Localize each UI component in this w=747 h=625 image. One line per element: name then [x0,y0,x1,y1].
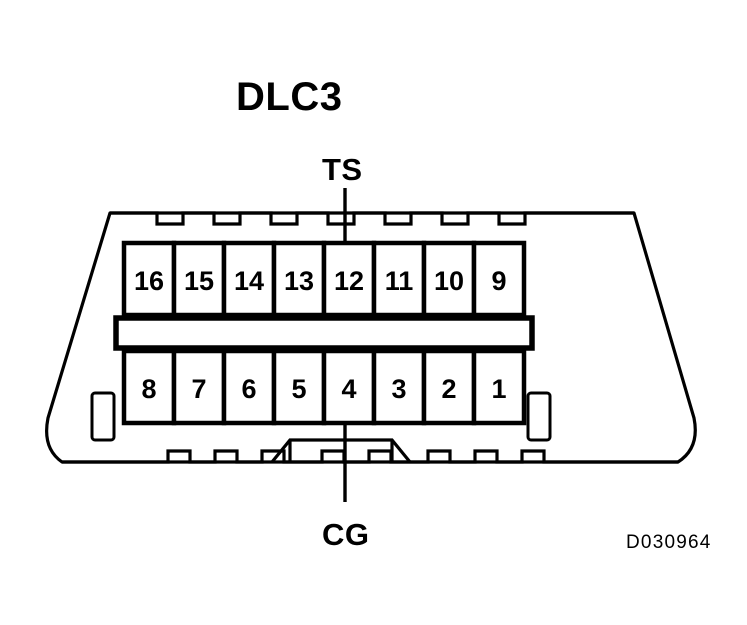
pin-number-15: 15 [184,266,214,296]
reference-code: D030964 [626,532,712,553]
bottom-castellated-edge [62,449,678,464]
pin-number-6: 6 [241,374,256,404]
pin-number-2: 2 [441,374,456,404]
pin-cell-8 [121,348,177,426]
pin-cell-13 [271,240,327,318]
pin-number-11: 11 [385,266,414,296]
diagram-title: DLC3 [236,75,342,119]
pin-number-14: 14 [234,266,264,296]
pin-number-3: 3 [391,374,406,404]
pin-number-10: 10 [434,266,464,296]
pin-cell-9 [471,240,527,318]
pin-number-7: 7 [191,374,206,404]
pin-row-top: 16 15 14 13 12 11 10 9 [121,240,527,318]
pin-number-13: 13 [284,266,314,296]
pin-cell-1 [471,348,527,426]
pin-cell-5 [271,348,327,426]
pin-number-1: 1 [491,374,506,404]
pin-row-bottom: 8 7 6 5 4 3 2 1 [121,348,527,426]
pin-cell-3 [371,348,427,426]
pin-cell-4 [321,348,377,426]
pin-cell-16 [121,240,177,318]
pin-number-12: 12 [334,266,364,296]
pin-number-4: 4 [341,374,356,404]
pin-number-9: 9 [491,266,506,296]
pin-cell-7 [171,348,227,426]
pin-number-8: 8 [141,374,156,404]
pin-number-16: 16 [134,266,164,296]
right-side-tab [526,391,552,442]
pin-cell-11 [371,240,427,318]
terminal-label-ts: TS [322,152,363,187]
top-castellated-edge [110,211,634,226]
middle-divider-bar [113,315,535,351]
pin-cell-12 [321,240,377,318]
left-side-tab [90,391,116,442]
pin-number-5: 5 [291,374,306,404]
pin-cell-6 [221,348,277,426]
bottom-center-tab [270,438,412,464]
terminal-label-cg: CG [322,517,370,552]
